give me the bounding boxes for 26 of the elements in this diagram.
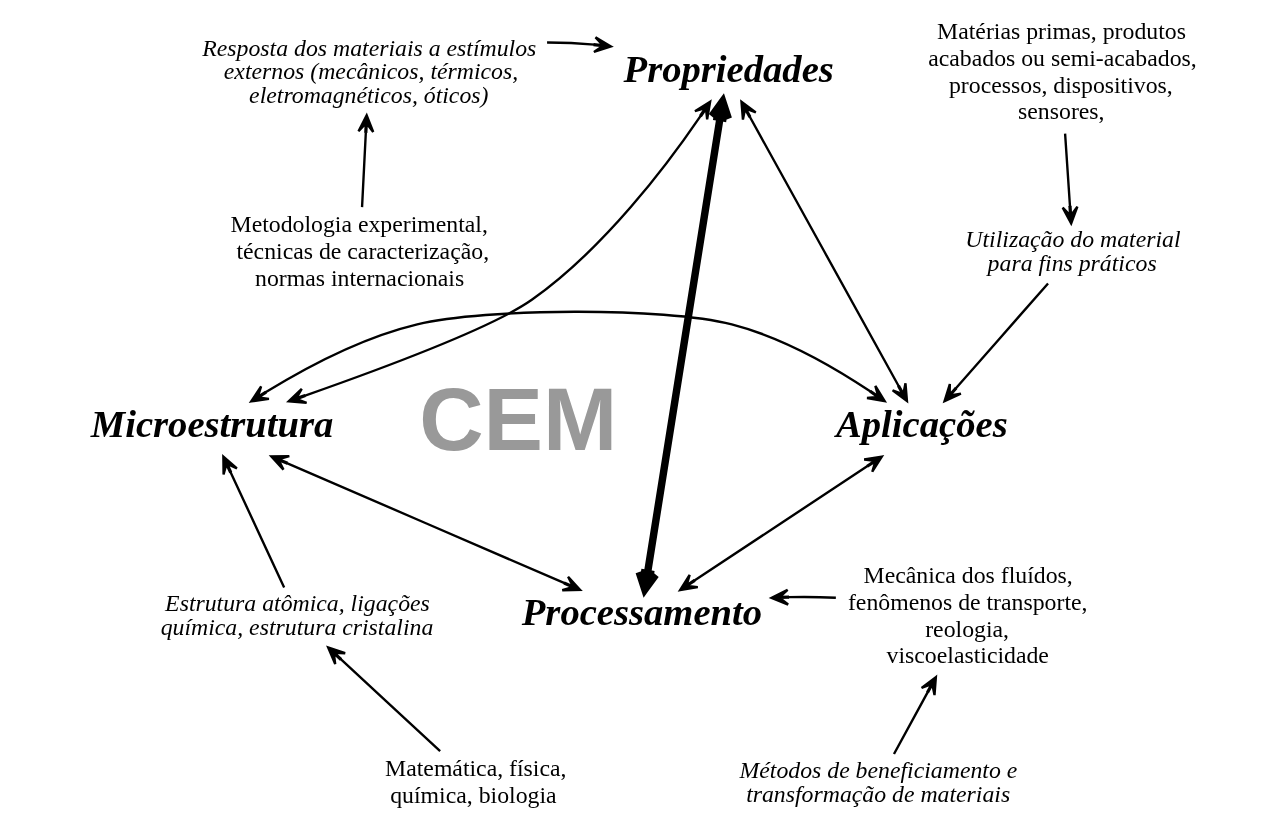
arrow [287, 100, 712, 405]
arrow [892, 675, 938, 755]
arrow [270, 454, 582, 592]
arrow [1061, 133, 1079, 225]
node-text: Metodologia experimental, técnicas de caracterização, normas internacionais [230, 211, 490, 291]
arrow [678, 455, 884, 592]
node-text: Microestrutura [90, 402, 334, 445]
node-text: Estrutura atômica, ligações química, estrutura cristalina [160, 590, 434, 641]
node-text: Métodos de beneficiamento e transformação de materiais [739, 756, 1018, 807]
label: CEM [419, 368, 618, 469]
node-text: Propriedades [623, 47, 834, 90]
arrow [547, 36, 613, 54]
arrow [770, 588, 836, 606]
arrow [222, 455, 286, 589]
node-text: Utilização do material para fins práticos [965, 226, 1181, 277]
arrow [250, 310, 886, 403]
arrow [740, 100, 909, 403]
node-text: Resposta dos materiais a estímulos externos (mecânicos, térmicos, eletromagnéticos, óticos) [202, 34, 537, 109]
node-text: Processamento [521, 591, 763, 634]
node-text: Matemática, física, química, biologia [385, 755, 567, 809]
node-text: Aplicações [836, 402, 1008, 445]
arrow [327, 646, 441, 752]
node-text: Matérias primas, produtos acabados ou semi-acabados, processos, dispositivos, sensores, [928, 18, 1197, 125]
arrow [357, 114, 375, 208]
node-text: Mecânica dos fluídos, fenômenos de transporte, reologia, viscoelasticidade [847, 562, 1088, 669]
arrow [943, 282, 1049, 403]
